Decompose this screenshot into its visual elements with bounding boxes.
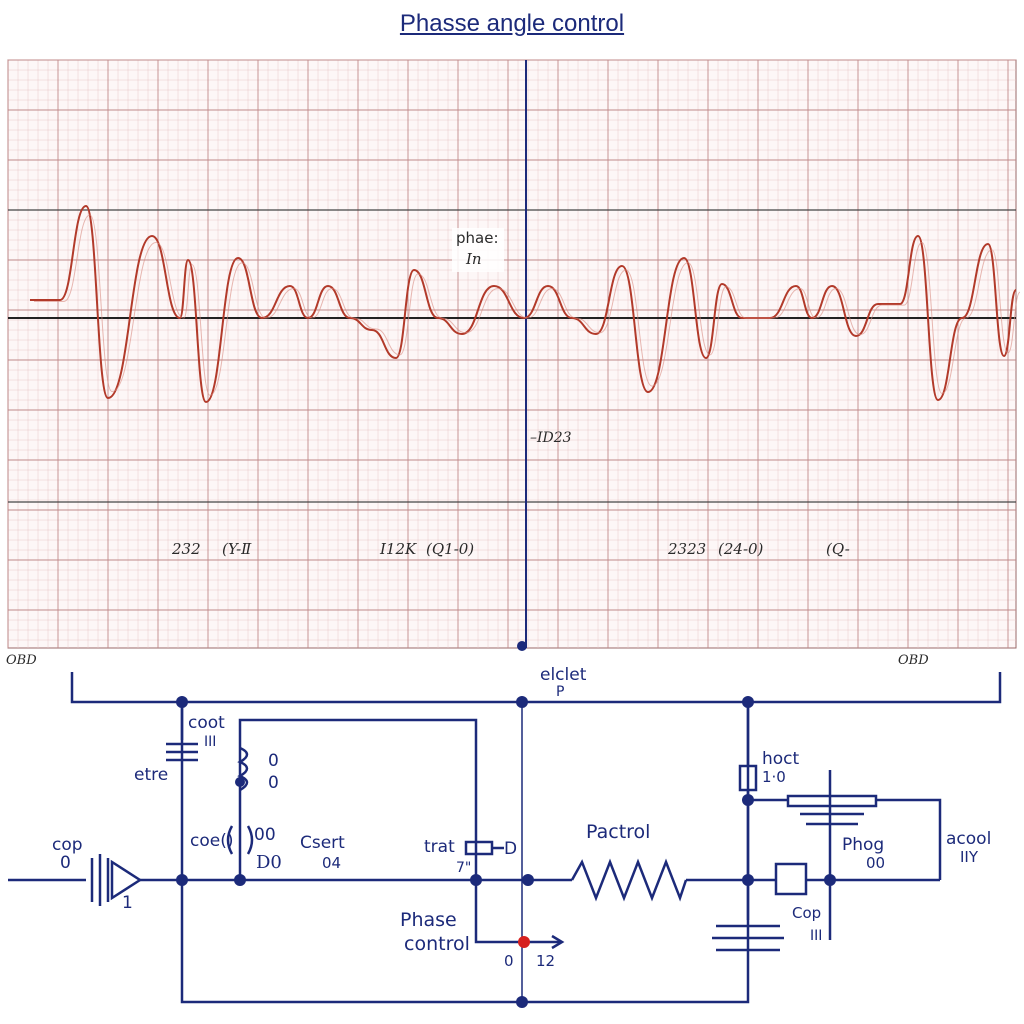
resistor-symbol (570, 858, 688, 902)
node (742, 874, 754, 886)
scope-waveform-echo (33, 214, 1021, 396)
input-label-1: cop (52, 835, 83, 855)
scope-cursor-label: –ID23 (530, 430, 572, 446)
node (742, 696, 754, 708)
cop-label-1: Cop (792, 904, 821, 922)
node (470, 874, 482, 886)
node (176, 874, 188, 886)
coe-label: coe() (190, 831, 233, 851)
scope-readout: 232 (171, 540, 201, 558)
phase-control-arrow (551, 934, 565, 950)
d0-label: D0 (256, 852, 282, 873)
phase-control-label-2: control (404, 933, 470, 955)
csert-label-2: 04 (322, 854, 341, 872)
coil-symbol (237, 746, 249, 792)
scope-readout: (Y-Ⅱ (222, 540, 252, 558)
scope-readout: I12K (379, 540, 417, 558)
scope-center-label-2: In (465, 250, 482, 268)
csert-label-1: Csert (300, 833, 345, 853)
phog-bar (786, 794, 878, 808)
acool-label-2: IIY (960, 848, 979, 866)
coil-label-2: 0 (268, 773, 279, 793)
cop-label-2: III (810, 928, 822, 944)
node (824, 874, 836, 886)
circuit-nodes (176, 696, 836, 1008)
switch-box (774, 862, 808, 896)
out-label: 12 (536, 952, 555, 970)
scope-readout: (Q- (826, 540, 850, 558)
acool-label-1: acool (946, 829, 991, 849)
scope-readout: (Q1-0) (426, 540, 474, 558)
input-num-label: 1 (122, 893, 133, 913)
node (522, 874, 534, 886)
trat-label-1: trat (424, 837, 455, 857)
top-label-1: elclet (540, 665, 587, 685)
node (516, 996, 528, 1008)
phog-label-1: Phog (842, 835, 884, 855)
oscilloscope: phae: In –ID23 232 (Y-Ⅱ I12K (Q1-0) 2323… (6, 59, 1021, 668)
trat-component (464, 840, 494, 856)
scope-grid-major (7, 59, 1016, 648)
out-label: 0 (504, 952, 514, 970)
d-label: D (504, 839, 517, 859)
page-title: Phasse angle control (399, 10, 625, 37)
node (235, 777, 245, 787)
phog-label-2: 00 (866, 854, 885, 872)
node (234, 874, 246, 886)
cap1-label-2: III (204, 734, 216, 750)
circuit-diagram (8, 672, 1002, 1004)
hoct-label-2: 1·0 (762, 768, 786, 786)
coe-num-label: 00 (254, 825, 276, 845)
phase-control-label-1: Phase (400, 909, 457, 931)
top-label-2: P (556, 684, 564, 700)
scope-center-label-bg (452, 228, 504, 272)
scope-readout: 2323 (667, 540, 706, 558)
trat-label-2: 7" (456, 860, 471, 876)
hoct-label-1: hoct (762, 749, 800, 769)
scope-axis-node (517, 641, 527, 651)
coil-branch-wire (238, 718, 478, 880)
node (516, 696, 528, 708)
scope-center-label-1: phae: (456, 229, 499, 247)
coe-bracket (226, 825, 254, 855)
right-return-wire (876, 798, 942, 880)
node (742, 794, 754, 806)
node (176, 696, 188, 708)
phase-control-wire (474, 880, 560, 944)
scope-waveform (29, 204, 1017, 404)
phase-control-marker (518, 936, 530, 948)
scope-corner-label: OBD (6, 653, 37, 668)
input-buffer-triangle (110, 859, 143, 901)
cap1-label-1: coot (188, 713, 225, 733)
resistor-label: Pactrol (586, 821, 650, 843)
scope-corner-label: OBD (898, 653, 929, 668)
coil-label-1: 0 (268, 751, 279, 771)
top-bus-wire (70, 672, 1002, 704)
etre-label: etre (134, 765, 168, 785)
input-label-2: 0 (60, 853, 71, 873)
scope-readout: (24-0) (718, 540, 764, 558)
